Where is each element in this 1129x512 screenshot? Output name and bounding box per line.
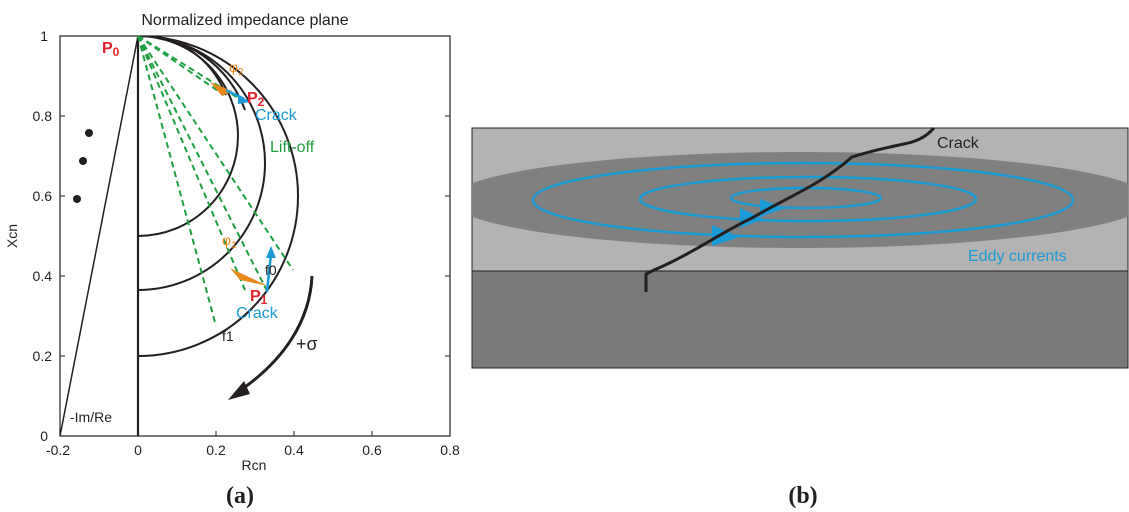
x-tick-label: 0.6: [362, 442, 382, 458]
f1-label: f1: [222, 328, 234, 344]
caption-a: (a): [226, 483, 254, 509]
im-re-point: [79, 157, 87, 165]
y-tick-label: 0: [40, 428, 48, 444]
crack-label-p1: Crack: [236, 305, 279, 322]
sigma-label: +σ: [296, 334, 318, 354]
y-tick-marks: [60, 115, 450, 357]
y-tick-label: 0.8: [33, 108, 53, 124]
y-tick-label: 0.2: [33, 348, 53, 364]
sigma-arrow: [237, 275, 314, 394]
x-tick-label: 0.4: [284, 442, 304, 458]
x-tick-label: 0.8: [440, 442, 460, 458]
im-re-line: [60, 36, 139, 436]
lift-off-lines: [137, 36, 294, 327]
x-axis-label: Rcn: [242, 457, 267, 473]
impedance-curves: [137, 36, 299, 357]
y-axis-label: Xcn: [4, 224, 20, 248]
bottom-block: [471, 270, 1129, 369]
y-tick-label: 0.4: [33, 268, 53, 284]
x-tick-label: 0: [134, 442, 142, 458]
plot-frame: [59, 35, 451, 437]
eddy-currents-label: Eddy currents: [968, 248, 1067, 265]
phi2-wedge: [210, 82, 232, 96]
phi2-label: φ2: [229, 59, 244, 78]
f0-label: f0: [265, 262, 277, 278]
im-re-point: [73, 195, 81, 203]
y-tick-label: 1: [40, 28, 48, 44]
crack-arrows: [225, 88, 276, 293]
im-re-point: [85, 129, 93, 137]
x-tick-label: 0.2: [206, 442, 226, 458]
eddy-band: [472, 152, 1128, 248]
lift-off-label: Lift-off: [270, 139, 315, 156]
im-re-label: -Im/Re: [70, 409, 112, 425]
p2-label: P2: [247, 90, 265, 109]
sigma-arrowhead: [228, 381, 250, 400]
phi1-wedge: [230, 268, 268, 286]
x-tick-marks: [59, 431, 451, 436]
p1-label: P1: [250, 288, 268, 307]
panel-b-eddy-current-diagram: Crack Eddy currents (b): [471, 126, 1129, 509]
phi1-label: φ1: [222, 232, 237, 251]
crack-line: [644, 126, 936, 292]
panel-a-impedance-plot: -0.2 0 0.2 0.4 0.6 0.8 0 0.2 0.4 0.6 0.8…: [4, 12, 460, 509]
x-tick-label: -0.2: [46, 442, 70, 458]
crack-label-p2: Crack: [255, 107, 298, 124]
plot-title: Normalized impedance plane: [141, 12, 348, 29]
caption-b: (b): [788, 483, 817, 509]
eddy-current-loops: [531, 161, 1075, 239]
crack-label: Crack: [937, 135, 980, 152]
y-tick-label: 0.6: [33, 188, 53, 204]
p0-label: P0: [102, 40, 120, 59]
